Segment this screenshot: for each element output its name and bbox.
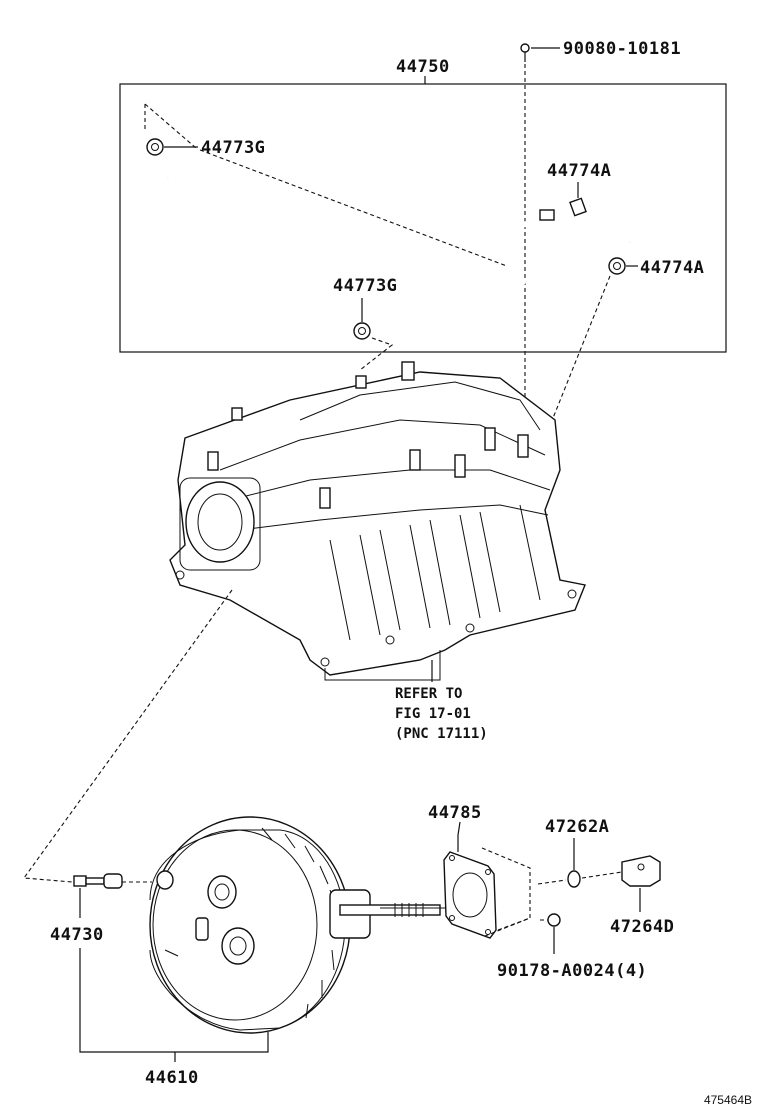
label-44730[interactable]: 44730 (50, 925, 104, 945)
hose-right-leader (544, 275, 611, 439)
label-47262A[interactable]: 47262A (545, 817, 609, 837)
check-valve-leader (22, 589, 233, 883)
clip-lower-right-icon[interactable] (608, 257, 626, 275)
intake-manifold[interactable] (169, 361, 586, 676)
label-44750[interactable]: 44750 (396, 57, 450, 77)
nut-icon[interactable] (547, 913, 561, 927)
gasket[interactable] (443, 851, 497, 939)
label-44785[interactable]: 44785 (428, 803, 482, 823)
clip-47262A-icon[interactable] (567, 870, 581, 888)
label-44610[interactable]: 44610 (145, 1068, 199, 1088)
label-90080-10181[interactable]: 90080-10181 (563, 39, 681, 59)
label-90178-A0024[interactable]: 90178-A0024(4) (497, 961, 647, 981)
clip-lower-left-icon[interactable] (353, 322, 371, 340)
label-47264D[interactable]: 47264D (610, 917, 674, 937)
clip-upper-left-icon[interactable] (146, 138, 164, 156)
diagram-id: 475464B (704, 1093, 752, 1107)
label-44773G-upper[interactable]: 44773G (201, 138, 265, 158)
label-44774A-upper[interactable]: 44774A (547, 161, 611, 181)
check-valve-icon[interactable] (73, 873, 123, 889)
refer-line-2: FIG 17-01 (395, 706, 471, 722)
bolt-icon[interactable] (520, 43, 530, 62)
label-44773G-lower[interactable]: 44773G (333, 276, 397, 296)
hose-assembly-box (119, 83, 727, 353)
clip-upper-right-icon[interactable] (569, 197, 587, 217)
brake-booster[interactable] (149, 816, 445, 1034)
label-44774A-lower[interactable]: 44774A (640, 258, 704, 278)
refer-line-3: (PNC 17111) (395, 726, 488, 742)
refer-line-1: REFER TO (395, 686, 462, 702)
bracket-47264D-icon[interactable] (621, 855, 661, 887)
